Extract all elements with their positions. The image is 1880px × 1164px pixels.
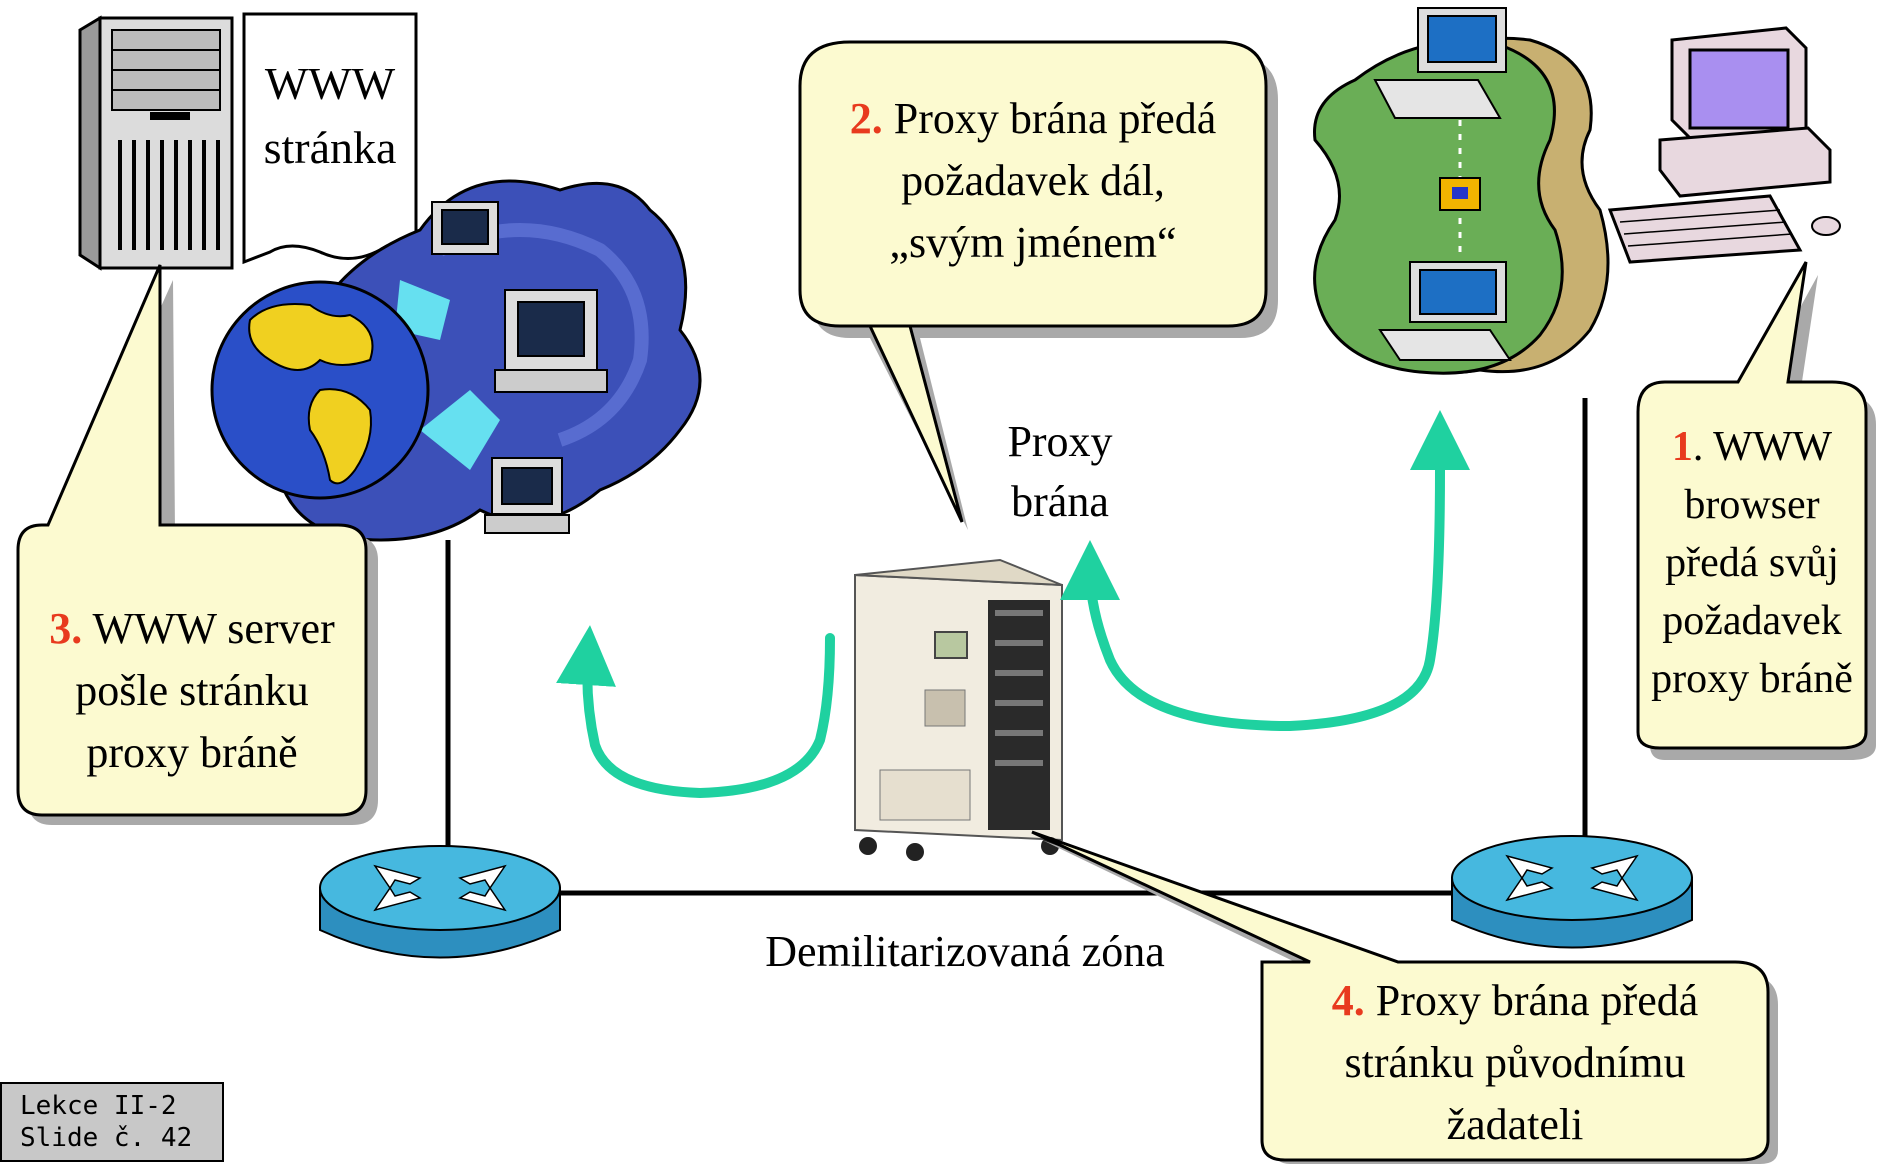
flow-arrows	[556, 410, 1470, 799]
callout-step4	[1031, 830, 1778, 1164]
proxy-server-icon	[854, 558, 1063, 861]
step1-line3: předá svůj	[1665, 540, 1839, 586]
callout-step1-text: 1. WWW browser předá svůj požadavek prox…	[1638, 418, 1866, 708]
web-page-label: WWW stránka	[244, 52, 416, 180]
step4-line3: žadateli	[1446, 1100, 1584, 1149]
step1-line4: požadavek	[1662, 598, 1842, 644]
callout-step4-text: 4. Proxy brána předá stránku původnímu ž…	[1262, 970, 1768, 1156]
step3-number: 3.	[49, 604, 83, 653]
router-icon	[319, 845, 561, 959]
proxy-label-line2: brána	[1011, 477, 1109, 526]
step2-line2: požadavek dál,	[901, 156, 1165, 205]
callout-step2-text: 2. Proxy brána předá požadavek dál, „svý…	[800, 88, 1266, 274]
step4-number: 4.	[1331, 976, 1365, 1025]
step1-line5: proxy bráně	[1651, 656, 1853, 702]
callout-step3-text: 3. WWW server pošle stránku proxy bráně	[18, 598, 366, 784]
step1-line1: . WWW	[1692, 424, 1833, 470]
dmz-label: Demilitarizovaná zóna	[765, 927, 1165, 976]
slide-tag-line1: Lekce II-2	[20, 1091, 177, 1121]
step3-line3: proxy bráně	[86, 728, 298, 777]
proxy-label-line1: Proxy	[1007, 417, 1113, 466]
web-page-label-line1: WWW	[264, 58, 396, 109]
slide-tag: Lekce II-2 Slide č. 42	[0, 1082, 224, 1162]
step1-number: 1	[1671, 424, 1693, 470]
router-icon	[1451, 835, 1693, 949]
step1-line2: browser	[1684, 482, 1820, 528]
step4-line1: Proxy brána předá	[1364, 976, 1699, 1025]
step3-line2: pošle stránku	[75, 666, 309, 715]
step4-line2: stránku původnímu	[1344, 1038, 1686, 1087]
step2-line3: „svým jménem“	[889, 218, 1177, 267]
step2-number: 2.	[849, 94, 883, 143]
callout-step3	[16, 264, 378, 825]
step3-line1: WWW server	[82, 604, 335, 653]
lan-icon	[1313, 7, 1610, 375]
callout-step2	[798, 40, 1278, 530]
server-tower-icon	[78, 15, 234, 271]
proxy-label: Proxy brána	[940, 412, 1180, 532]
network-lines	[445, 398, 1588, 896]
internet-globe-icon	[210, 179, 702, 542]
desktop-computer-icon	[1607, 26, 1841, 264]
web-page-label-line2: stránka	[263, 122, 397, 173]
step2-line1: Proxy brána předá	[882, 94, 1217, 143]
slide-tag-line2: Slide č. 42	[20, 1123, 193, 1153]
callout-step1	[1636, 261, 1876, 760]
